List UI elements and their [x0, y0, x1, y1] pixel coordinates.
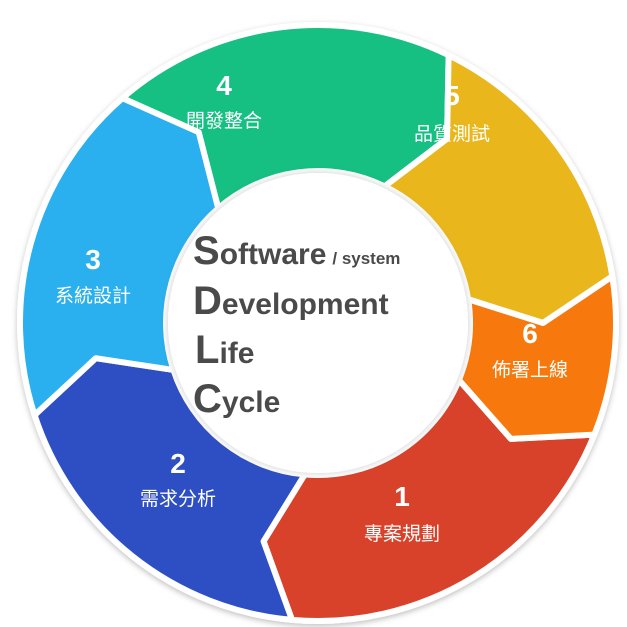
stage-label-3: 系統設計 — [55, 285, 131, 307]
stage-labels: 1 專案規劃 2 需求分析 3 系統設計 4 開發整合 5 品質測試 6 佈署上線 — [55, 70, 568, 545]
stage-label-2: 需求分析 — [140, 488, 216, 510]
stage-number-4: 4 — [216, 70, 232, 101]
stage-label-1: 專案規劃 — [364, 523, 440, 545]
cycle-segments — [17, 22, 619, 624]
stage-segment-3 — [17, 95, 222, 419]
title-rest-ife: ife — [219, 337, 254, 370]
title-line-life: Life — [195, 328, 254, 372]
stage-number-5: 5 — [444, 80, 460, 111]
stage-segment-2 — [31, 355, 308, 623]
title-line-software: Software / system — [193, 229, 400, 273]
title-sub-system: / system — [332, 249, 400, 268]
title-rest-oftware: oftware — [220, 238, 327, 271]
stage-number-2: 2 — [170, 448, 186, 479]
stage-label-6: 佈署上線 — [492, 359, 568, 381]
title-line-cycle: Cycle — [193, 377, 280, 421]
title-cap-d: D — [193, 279, 222, 323]
title-cap-c: C — [193, 377, 222, 421]
center-circle — [168, 173, 468, 473]
stage-label-4: 開發整合 — [186, 110, 262, 132]
title-rest-ycle: ycle — [222, 386, 280, 419]
stage-segment-6 — [455, 273, 619, 442]
title-cap-l: L — [195, 328, 219, 372]
center-title: Software / system Development Life Cycle — [193, 229, 400, 421]
title-rest-evelopment: evelopment — [222, 288, 389, 321]
title-cap-s: S — [193, 229, 220, 273]
stage-number-1: 1 — [394, 481, 410, 512]
stage-label-5: 品質測試 — [414, 123, 490, 145]
stage-number-3: 3 — [85, 244, 101, 275]
title-line-development: Development — [193, 279, 389, 323]
stage-segment-4 — [119, 22, 452, 212]
stage-segment-5 — [381, 52, 616, 326]
stage-number-6: 6 — [522, 318, 538, 349]
